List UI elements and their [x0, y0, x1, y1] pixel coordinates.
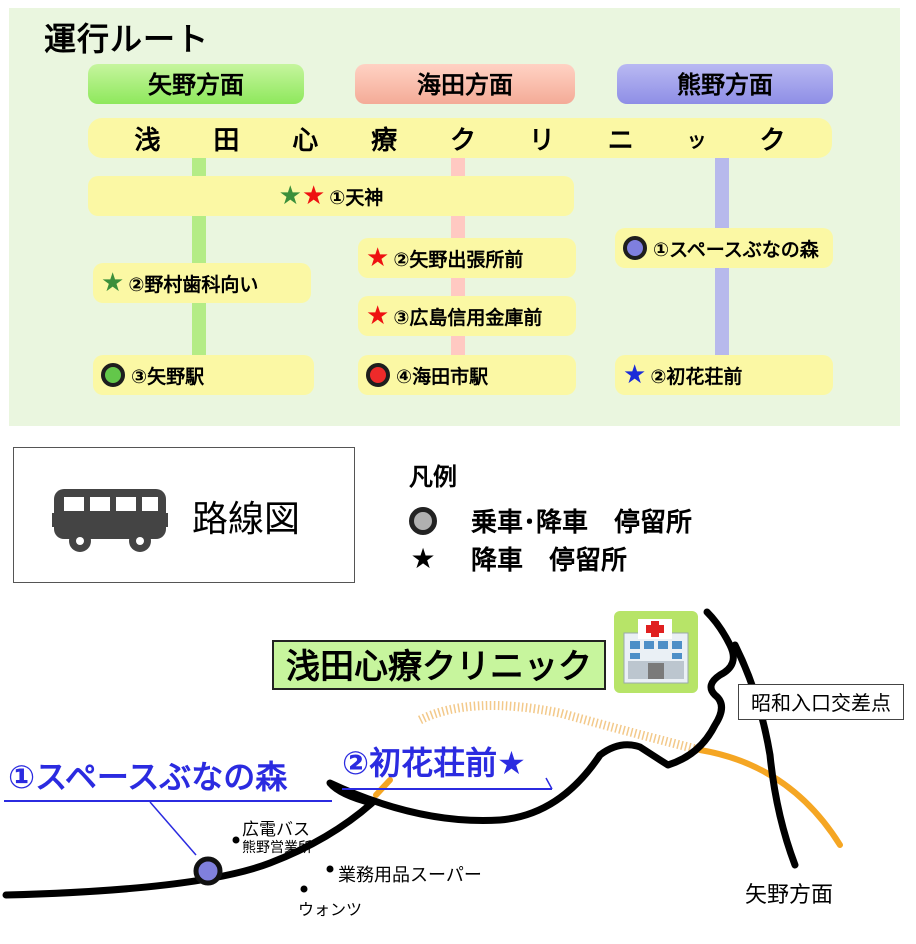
- map-supermarket: 業務用品スーパー: [338, 865, 482, 886]
- hospital-icon: [614, 611, 698, 693]
- clinic-char: 心: [292, 125, 319, 156]
- stop-label: ①スペースぶなの森: [653, 238, 819, 261]
- stop-yano-office: ★ ②矢野出張所前: [358, 238, 576, 278]
- direction-kaita-header: 海田方面: [355, 64, 575, 104]
- route-title: 運行ルート: [44, 20, 210, 58]
- clinic-bar: 浅 田 心 療 ク リ ニ ッ ク: [88, 118, 832, 158]
- stop-label: ③矢野駅: [131, 365, 205, 388]
- orange-road: [697, 747, 843, 848]
- star-icon: ★: [410, 542, 436, 575]
- route-map-title: 路線図: [192, 499, 301, 540]
- stop-label: ③広島信用金庫前: [393, 306, 543, 329]
- stop-label: ②初花荘前: [650, 365, 743, 388]
- bus-icon: [52, 489, 168, 552]
- stop-hatsuhana: ★ ②初花荘前: [615, 355, 833, 395]
- minor-road: [417, 701, 702, 755]
- star-icon: ★: [101, 268, 125, 298]
- clinic-char: ク: [450, 125, 477, 156]
- map-stop-space-buna: ①スペースぶなの森: [8, 758, 288, 796]
- star-icon: ★: [366, 301, 390, 331]
- yano-road: [731, 641, 799, 869]
- ring-icon: [193, 856, 223, 886]
- direction-kumano-header: 熊野方面: [617, 64, 833, 104]
- star-icon: ★: [278, 181, 302, 211]
- orange-road: [373, 777, 393, 798]
- clinic-char: ニ: [607, 125, 634, 156]
- direction-yano-header: 矢野方面: [88, 64, 304, 104]
- road-map: [2, 608, 843, 899]
- star-icon: ★: [301, 181, 326, 211]
- ring-icon: [409, 506, 437, 535]
- dot-marker: [326, 865, 334, 873]
- stop-kaita-station: ④海田市駅: [358, 355, 576, 395]
- stop-space-buna: ①スペースぶなの森: [615, 228, 833, 268]
- star-icon: ★: [623, 360, 647, 390]
- star-icon: ★: [366, 243, 390, 273]
- legend-title: 凡例: [409, 463, 457, 491]
- map-wontsu: ウォンツ: [298, 900, 363, 919]
- dot-marker: [232, 836, 240, 844]
- map-kumano-office: 熊野営業所: [242, 840, 312, 856]
- map-clinic-label: 浅田心療クリニック: [272, 640, 606, 690]
- stop-label: ④海田市駅: [396, 365, 489, 388]
- ring-icon: [101, 363, 125, 387]
- route-map-box: 路線図: [13, 447, 355, 583]
- leader-line: [545, 777, 553, 790]
- legend-alight-only-label: 降車 停留所: [471, 546, 628, 576]
- leader-line: [149, 801, 197, 856]
- legend-board-alight: 乗車･降車 停留所: [409, 502, 692, 539]
- dot-marker: [300, 885, 308, 893]
- legend-alight-only: ★ 降車 停留所: [409, 540, 627, 577]
- stop-yano-station: ③矢野駅: [93, 355, 314, 395]
- map-yano-direction: 矢野方面: [745, 883, 834, 908]
- stop-label: ②野村歯科向い: [128, 273, 259, 296]
- stop-hiroshin: ★ ③広島信用金庫前: [358, 296, 576, 336]
- ring-icon: [623, 236, 647, 260]
- junction-label: 昭和入口交差点: [738, 684, 904, 720]
- clinic-char: リ: [528, 125, 555, 156]
- stop-label: ①天神: [329, 186, 384, 209]
- map-stop-hatsuhana: ②初花荘前★: [342, 744, 526, 782]
- clinic-char: 田: [213, 125, 240, 156]
- stop-label: ②矢野出張所前: [393, 248, 524, 271]
- main-road: [2, 608, 737, 899]
- stop-nomura: ★ ②野村歯科向い: [93, 263, 311, 303]
- clinic-char: ク: [759, 125, 786, 156]
- map-hiroden-bus: 広電バス: [242, 820, 310, 840]
- clinic-char: ッ: [686, 127, 707, 152]
- legend-board-alight-label: 乗車･降車 停留所: [471, 508, 693, 538]
- ring-icon: [366, 363, 390, 387]
- stop-tenjin: ★ ★ ①天神: [88, 176, 574, 216]
- clinic-char: 浅: [134, 125, 161, 156]
- clinic-char: 療: [371, 125, 398, 156]
